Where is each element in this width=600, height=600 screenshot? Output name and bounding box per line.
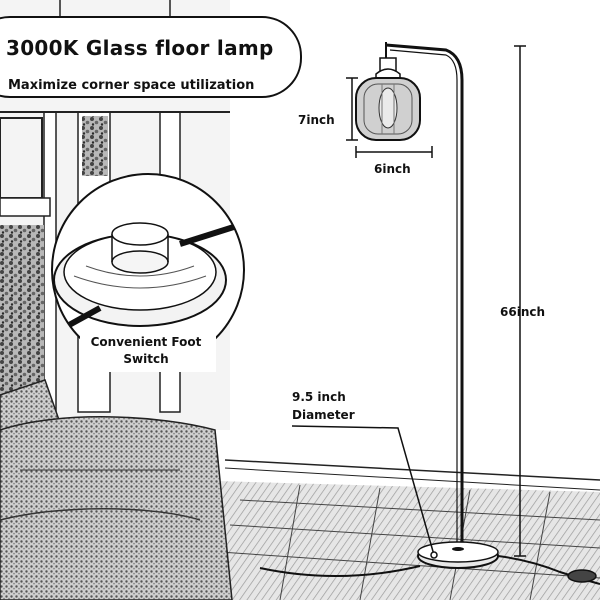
shade-width-label: 6inch xyxy=(374,162,411,176)
title-banner xyxy=(0,16,302,98)
shade-height-label: 7inch xyxy=(298,113,335,127)
floor-switch xyxy=(567,569,597,583)
switch-label-box xyxy=(80,334,216,372)
sofa xyxy=(0,379,233,600)
product-title: 3000K Glass floor lamp xyxy=(6,36,274,60)
foot-switch-caption-line2: Switch xyxy=(123,352,169,366)
foot-switch-inset xyxy=(51,173,245,367)
product-subtitle: Maximize corner space utilization xyxy=(8,78,255,93)
total-height-label: 66inch xyxy=(500,305,546,319)
lamp xyxy=(385,42,464,548)
lamp-shade xyxy=(355,57,421,141)
floor-planks xyxy=(219,484,600,600)
foot-switch-caption-line1: Convenient Foot xyxy=(90,335,202,349)
wood-floor xyxy=(180,480,600,600)
lamp-base xyxy=(417,541,499,569)
base-diameter-label-line1: 9.5 inch xyxy=(292,390,346,404)
diameter-marker xyxy=(430,551,438,559)
base-diameter-label-line2: Diameter xyxy=(292,408,355,422)
dimension-lines xyxy=(291,45,526,557)
foot-switch-caption: Convenient Foot Switch xyxy=(66,334,226,368)
